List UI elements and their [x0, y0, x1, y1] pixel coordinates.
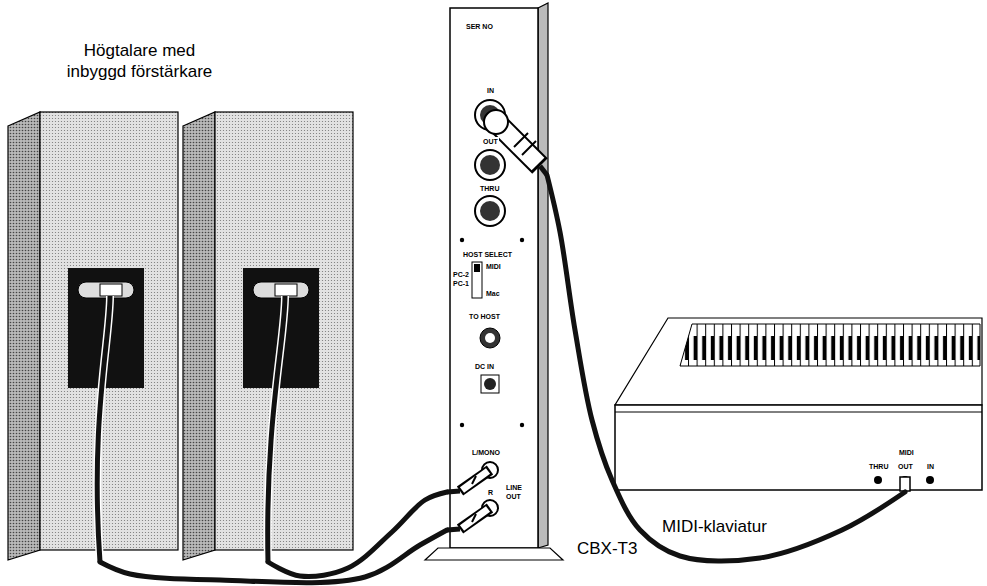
cable-outline [97, 296, 110, 562]
midi-plug-band [514, 133, 528, 147]
cable [97, 296, 110, 562]
midi-jack [926, 476, 934, 484]
screw [460, 423, 464, 427]
speaker [183, 112, 353, 562]
panel-label: L/MONO [471, 448, 501, 457]
panel-label: THRU [479, 184, 500, 193]
din-jack [475, 150, 505, 180]
panel-label: Mac [485, 289, 501, 298]
cable [268, 492, 447, 576]
screw [520, 423, 524, 427]
panel-label: OUT [897, 462, 914, 471]
panel-label: MIDI [485, 262, 502, 271]
dc-jack-hole [484, 378, 496, 390]
mini-din-jack [480, 328, 500, 348]
rca-plug [460, 470, 490, 491]
mini-din-hole [485, 333, 495, 343]
midi-keyboard [615, 318, 982, 491]
keyboard-top [615, 318, 982, 405]
panel-label: OUT [482, 137, 499, 146]
keyboard-ledge [615, 412, 982, 413]
rca-plug-body [462, 509, 488, 528]
dc-jack [481, 375, 499, 393]
din-jack-hole [480, 201, 500, 221]
selector-switch [472, 262, 482, 298]
panel-label: TO HOST [468, 312, 501, 321]
midi-plug [900, 477, 910, 491]
panel-label: HOST SELECT [462, 250, 513, 259]
terminal [253, 282, 309, 298]
panel-front [450, 8, 538, 548]
panel-label: DC IN [474, 362, 495, 371]
cable [547, 175, 905, 561]
panel-label: IN [926, 462, 935, 471]
switch-slider [474, 264, 480, 272]
panel-label: PC-1 [452, 279, 470, 288]
panel-label: MIDI [898, 448, 915, 457]
rca-plug-band [472, 514, 476, 522]
rca-plug-body [462, 471, 488, 490]
rca-plug-band [472, 476, 476, 484]
keyboard-front [615, 405, 982, 490]
speaker-plug [275, 284, 297, 296]
midi-jack [874, 476, 882, 484]
panel-label: LINE OUT [505, 483, 529, 501]
cable [100, 530, 447, 583]
screw [520, 238, 524, 242]
panel-label: PC-2 [452, 270, 470, 279]
din-jack-hole [480, 155, 500, 175]
speaker-plug [100, 284, 122, 296]
midi-plug-head [484, 110, 508, 134]
speaker-pair: Högtalare med inbyggd förstärkare [5, 35, 360, 562]
rca-plug [460, 508, 490, 529]
panel-label: THRU [868, 462, 889, 471]
panel-label: IN [486, 86, 495, 95]
node-label: MIDI-klaviatur [660, 516, 769, 537]
panel-label: R [487, 488, 494, 497]
screw [460, 238, 464, 242]
midi-plug-band [522, 141, 536, 155]
panel-side [538, 3, 548, 548]
speaker-side [8, 112, 40, 560]
node-label: CBX-T3 [575, 538, 639, 559]
speaker-side [183, 112, 215, 560]
cable [268, 296, 285, 562]
din-jack [475, 196, 505, 226]
panel-label: SER NO [465, 22, 494, 31]
panel-foot [425, 548, 563, 560]
tone-module [425, 3, 563, 560]
keys [680, 324, 980, 366]
cable-outline [268, 296, 285, 562]
terminal [78, 282, 134, 298]
node-label: Högtalare med inbyggd förstärkare [55, 40, 224, 82]
speaker [8, 112, 178, 562]
